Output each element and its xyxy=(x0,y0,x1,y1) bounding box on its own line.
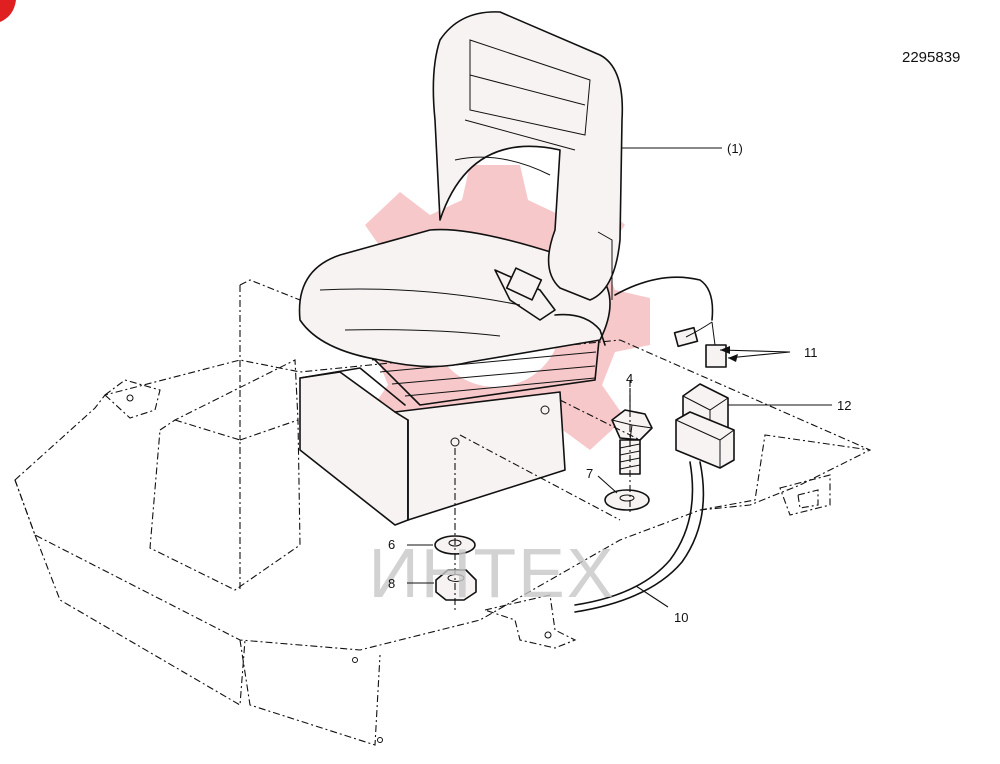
nut xyxy=(435,569,477,601)
callout-washer-bolt: 7 xyxy=(586,466,593,481)
callout-connectors: 11 xyxy=(804,345,818,360)
base-frame xyxy=(14,279,872,746)
seat-base xyxy=(299,329,601,526)
callout-seat: (1) xyxy=(727,141,743,156)
watermark-text: ИНТЕХ xyxy=(368,534,615,612)
callout-washer-lower: 6 xyxy=(388,537,395,552)
drawing-number: 2295839 xyxy=(902,49,960,66)
assembly-centerlines xyxy=(454,380,641,610)
callout-bolt: 4 xyxy=(626,371,633,386)
corner-mark xyxy=(0,0,16,22)
callout-nut: 8 xyxy=(388,576,395,591)
relay-switch xyxy=(675,383,735,469)
leader-lines xyxy=(407,147,832,608)
washer-bolt xyxy=(604,489,650,511)
cable xyxy=(574,461,705,613)
bolt xyxy=(611,409,653,475)
callout-relay: 12 xyxy=(837,398,851,413)
callout-harness: 10 xyxy=(674,610,688,625)
operator-seat xyxy=(298,11,624,368)
